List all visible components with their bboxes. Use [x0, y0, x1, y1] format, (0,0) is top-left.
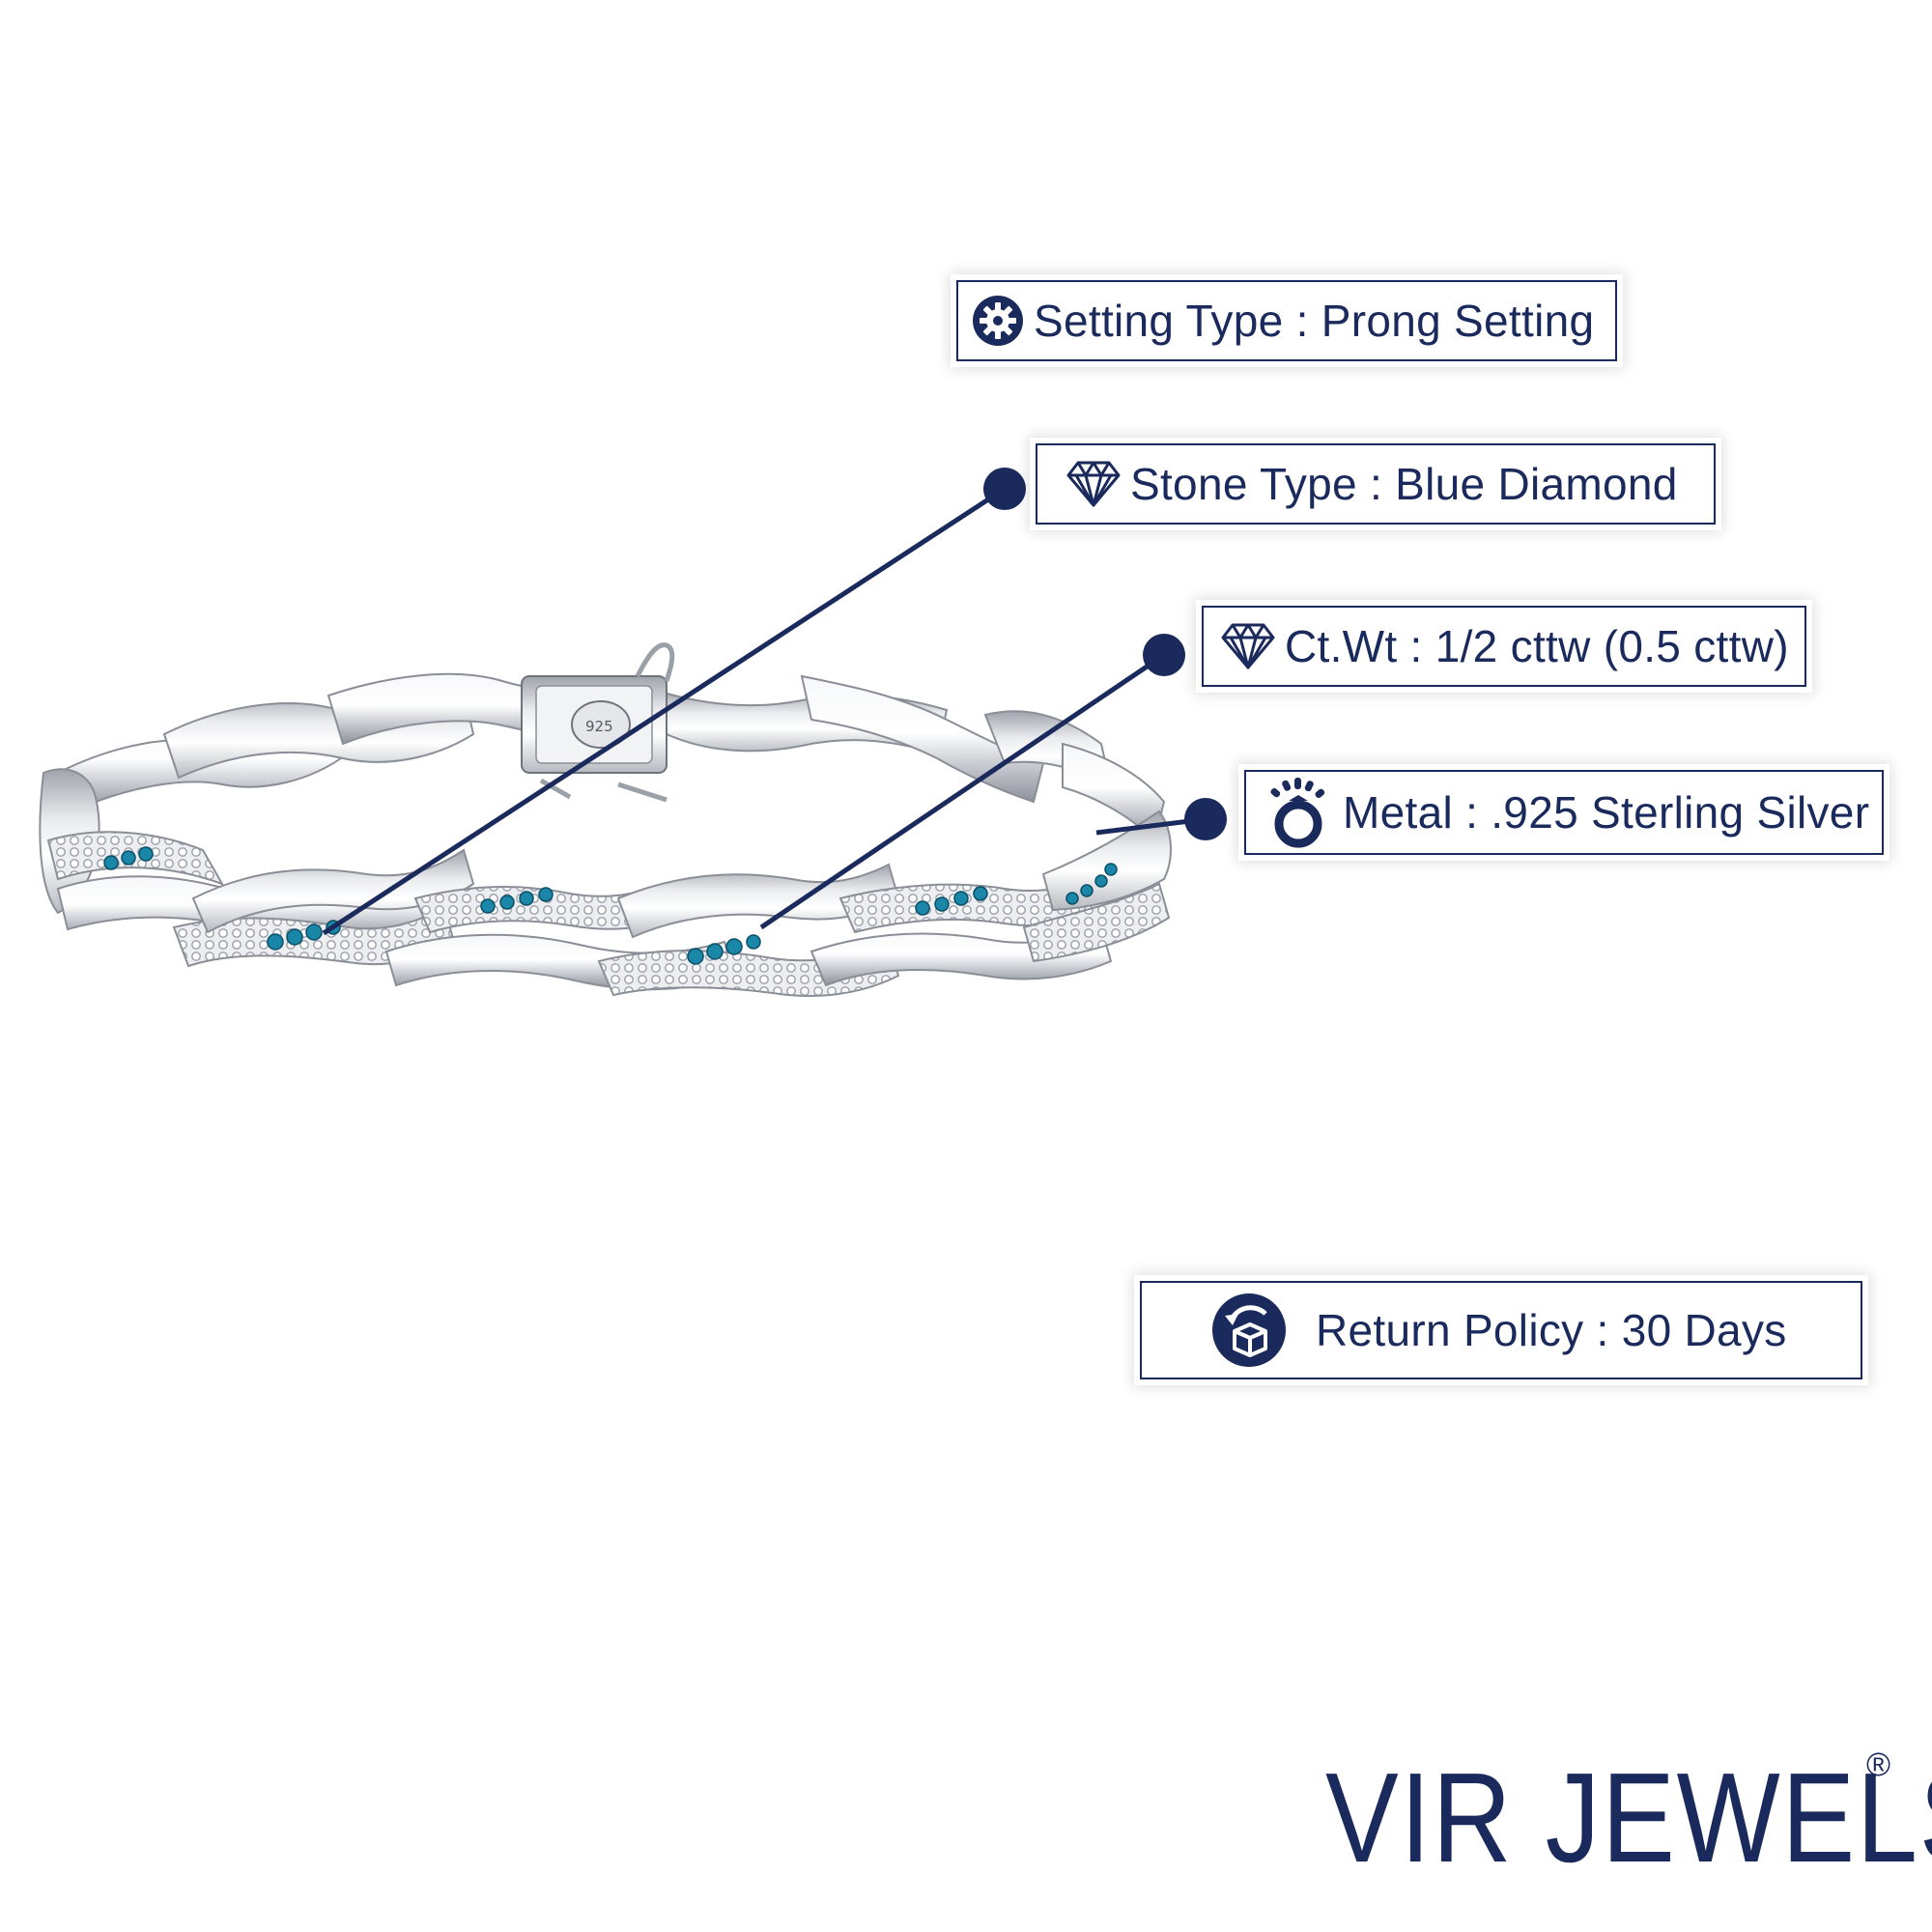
ring-icon	[1264, 776, 1333, 849]
ctwt-leader-dot	[1143, 634, 1185, 676]
spec-carat-weight: Ct.Wt : 1/2 cttw (0.5 cttw)	[1202, 606, 1806, 687]
bracelet-front-links	[39, 768, 1172, 997]
spec-stone-type: Stone Type : Blue Diamond	[1036, 443, 1716, 525]
setting-type-label: Setting Type : Prong Setting	[1034, 296, 1595, 346]
diamond-icon	[1066, 460, 1121, 508]
registered-mark: ®	[1866, 1747, 1891, 1783]
metal-leader-dot	[1184, 798, 1227, 840]
bracelet-clasp: 925	[521, 642, 675, 803]
spec-setting-type: Setting Type : Prong Setting	[956, 280, 1617, 361]
return-policy-label: Return Policy : 30 Days	[1316, 1305, 1787, 1355]
brand-logo: VIR JEWELS	[1325, 1747, 1932, 1889]
stone-leader-dot	[983, 468, 1026, 510]
carat-weight-label: Ct.Wt : 1/2 cttw (0.5 cttw)	[1285, 621, 1789, 671]
metal-label: Metal : .925 Sterling Silver	[1343, 787, 1870, 838]
stone-leader-line	[322, 486, 1007, 936]
stamp-text: 925	[585, 718, 613, 735]
stone-type-label: Stone Type : Blue Diamond	[1130, 459, 1678, 509]
return-box-icon	[1211, 1293, 1287, 1368]
bracelet-image: 925	[39, 642, 1172, 997]
spec-metal: Metal : .925 Sterling Silver	[1244, 770, 1884, 855]
gear-icon	[972, 295, 1024, 347]
callout-leaders	[322, 468, 1227, 936]
blue-diamond-stones	[103, 846, 1118, 965]
spec-return-policy: Return Policy : 30 Days	[1140, 1281, 1862, 1379]
diamond-icon	[1221, 622, 1275, 670]
ctwt-leader-line	[759, 652, 1166, 930]
